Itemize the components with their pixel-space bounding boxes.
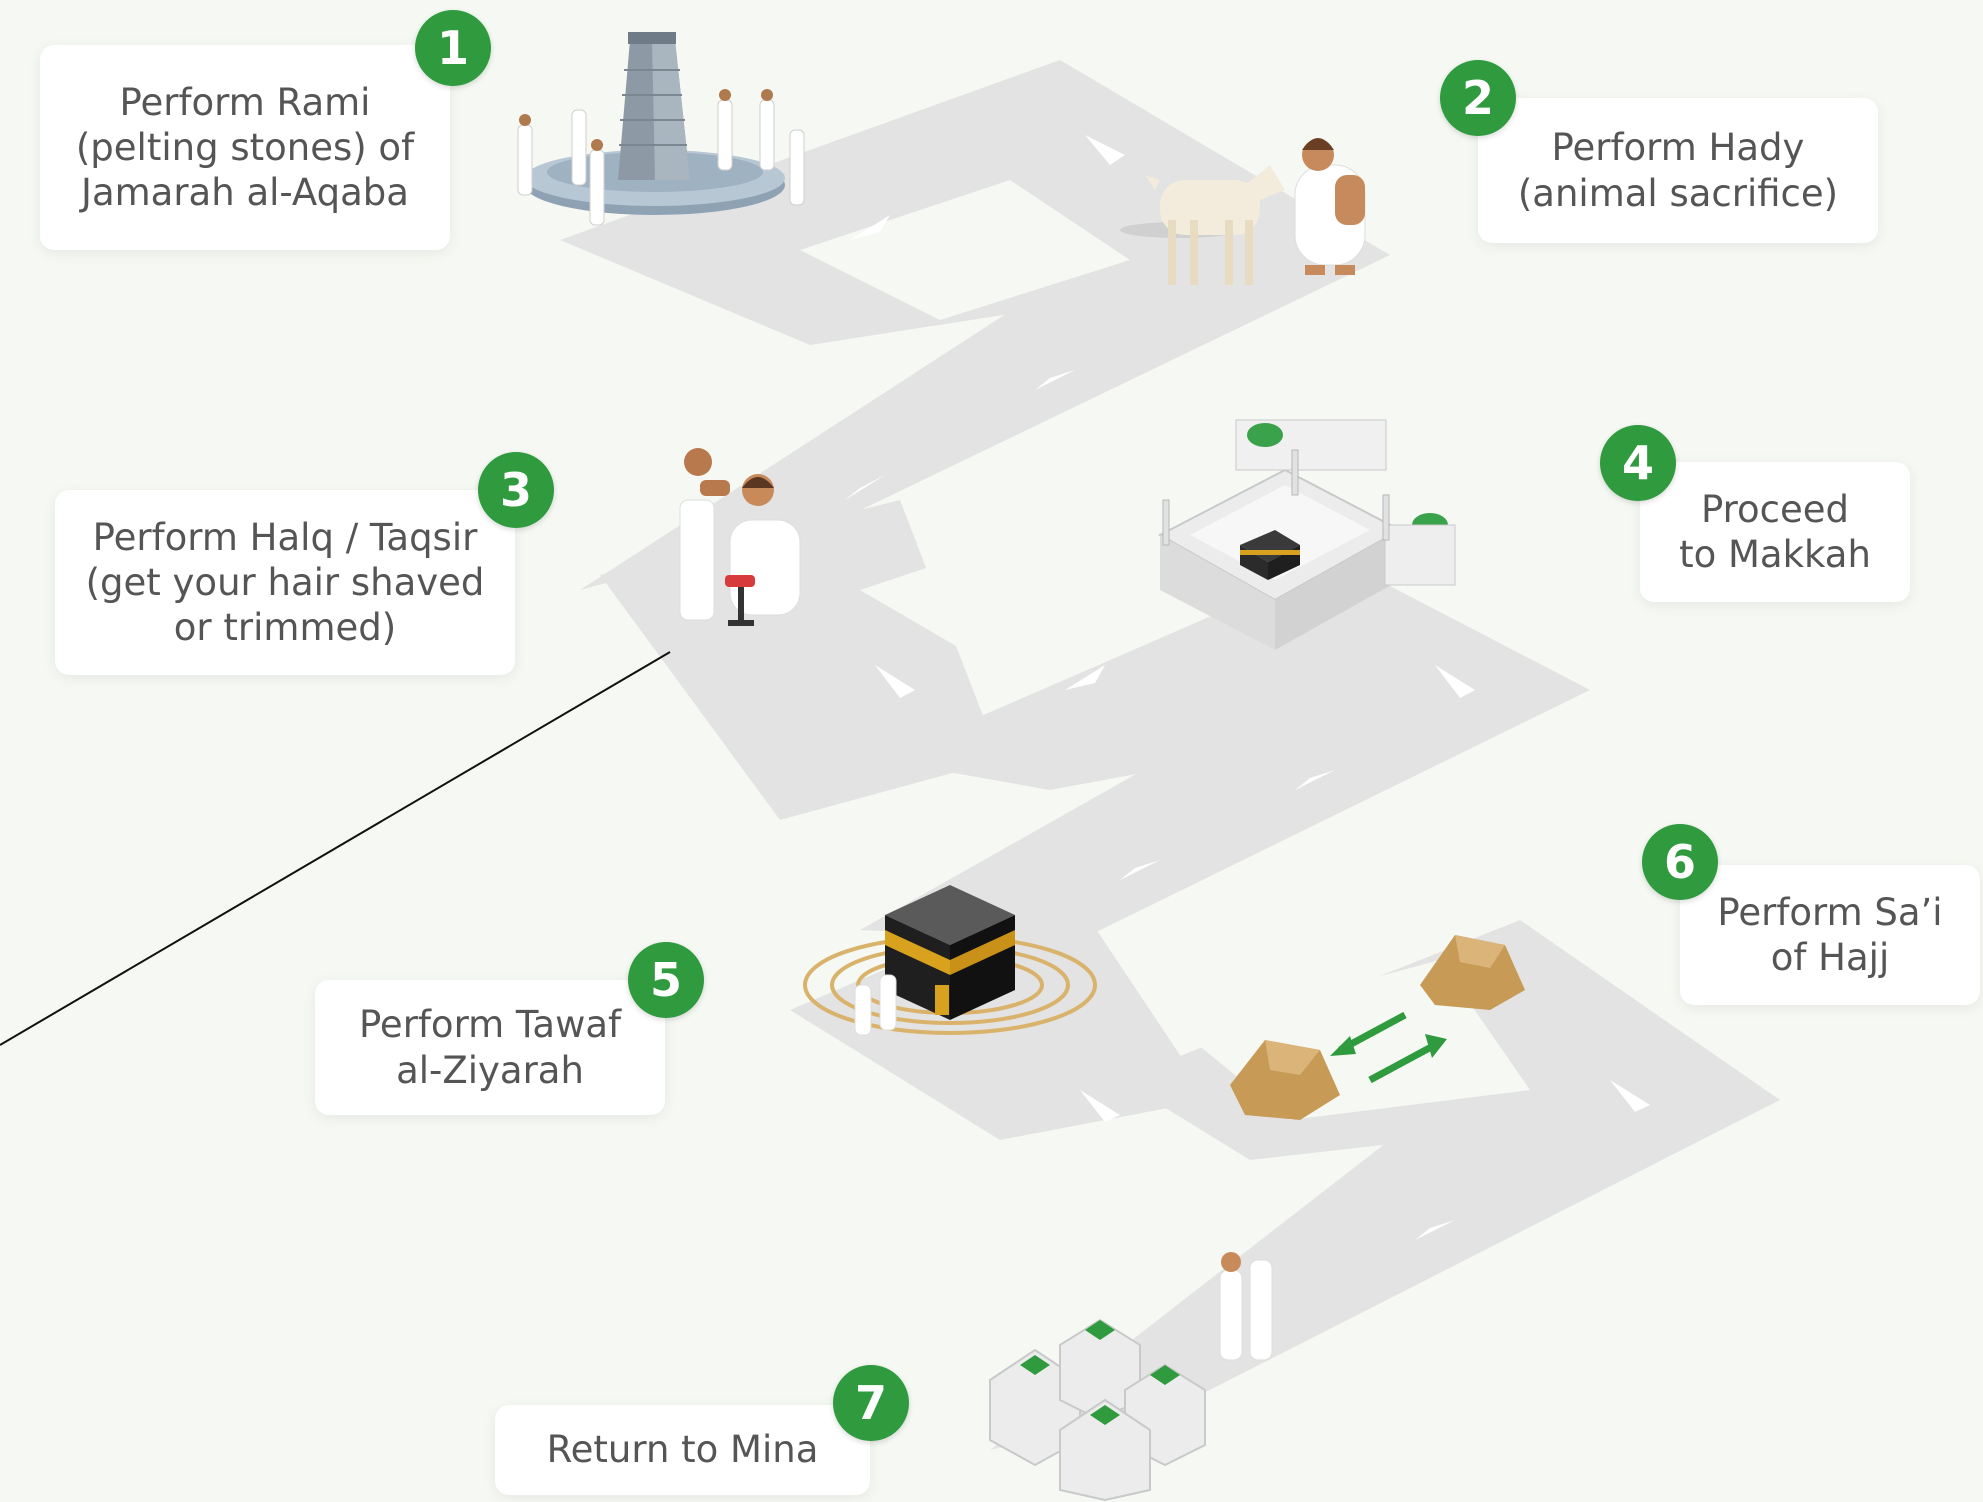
arrow-icon: [1065, 665, 1105, 690]
step-7-card: Return to Mina: [495, 1405, 870, 1495]
step-5-line-1: Perform Tawaf: [358, 1003, 622, 1047]
safa-marwa-rocks-icon: [1230, 935, 1525, 1120]
arrow-icon: [850, 215, 890, 240]
step-7-badge: 7: [833, 1365, 909, 1441]
step-3-line-1: Perform Halq / Taqsir: [92, 515, 478, 559]
arrow-icon: [1610, 1080, 1650, 1112]
step-5-badge: 5: [628, 942, 704, 1018]
arrow-icon: [1035, 370, 1075, 390]
path-hole: [800, 180, 1130, 320]
path-segment: [990, 1070, 1780, 1450]
arrow-icon: [875, 665, 915, 698]
arrow-icon: [1415, 1220, 1455, 1240]
step-1-line-2: (pelting stones) of: [75, 125, 415, 169]
pointer-line: [0, 651, 671, 1046]
step-4-line-1: Proceed: [1700, 487, 1850, 531]
step-5-line-2: al-Ziyarah: [396, 1048, 584, 1092]
step-6-line-2: of Hajj: [1770, 936, 1890, 979]
step-3-badge: 3: [478, 452, 554, 528]
haircut-icon: [679, 448, 801, 626]
step-2-badge: 2: [1440, 60, 1516, 136]
step-2-card: Perform Hady(animal sacrifice): [1478, 98, 1878, 243]
step-2-line-1: Perform Hady: [1551, 126, 1805, 170]
jamarat-pillar-icon: [517, 32, 805, 226]
path-arrows: [845, 135, 1650, 1240]
arrow-icon: [1435, 665, 1475, 698]
arrow-icon: [1085, 135, 1125, 165]
path-segment: [860, 670, 1590, 940]
arrow-icon: [1120, 860, 1160, 880]
step-1-line-1: Perform Rami: [119, 80, 371, 124]
arrow-icon: [1295, 770, 1335, 790]
step-4-badge: 4: [1600, 425, 1676, 501]
step-3-line-3: or trimmed): [173, 606, 397, 650]
path-segment: [880, 560, 1590, 790]
step-3-card: Perform Halq / Taqsir(get your hair shav…: [55, 490, 515, 675]
arrow-icon: [1080, 1090, 1120, 1122]
kaaba-tawaf-icon: [803, 885, 1097, 1036]
path-segment: [580, 240, 1390, 590]
step-1-line-3: Jamarah al-Aqaba: [81, 171, 409, 215]
masjid-al-haram-icon: [1157, 419, 1456, 650]
step-6-badge: 6: [1642, 824, 1718, 900]
path-hole: [860, 520, 1160, 660]
step-3-line-2: (get your hair shaved: [85, 560, 485, 604]
path-segment: [790, 890, 1210, 1140]
step-2-line-2: (animal sacrifice): [1517, 171, 1839, 215]
goat-sacrifice-icon: [1120, 138, 1366, 285]
mina-tents-icon: [989, 1252, 1273, 1502]
step-6-line-1: Perform Sa’i: [1717, 890, 1943, 934]
step-7-line-1: Return to Mina: [546, 1428, 819, 1472]
step-4-line-2: to Makkah: [1679, 533, 1871, 576]
step-1-badge: 1: [415, 10, 491, 86]
arrow-icon: [845, 475, 885, 500]
